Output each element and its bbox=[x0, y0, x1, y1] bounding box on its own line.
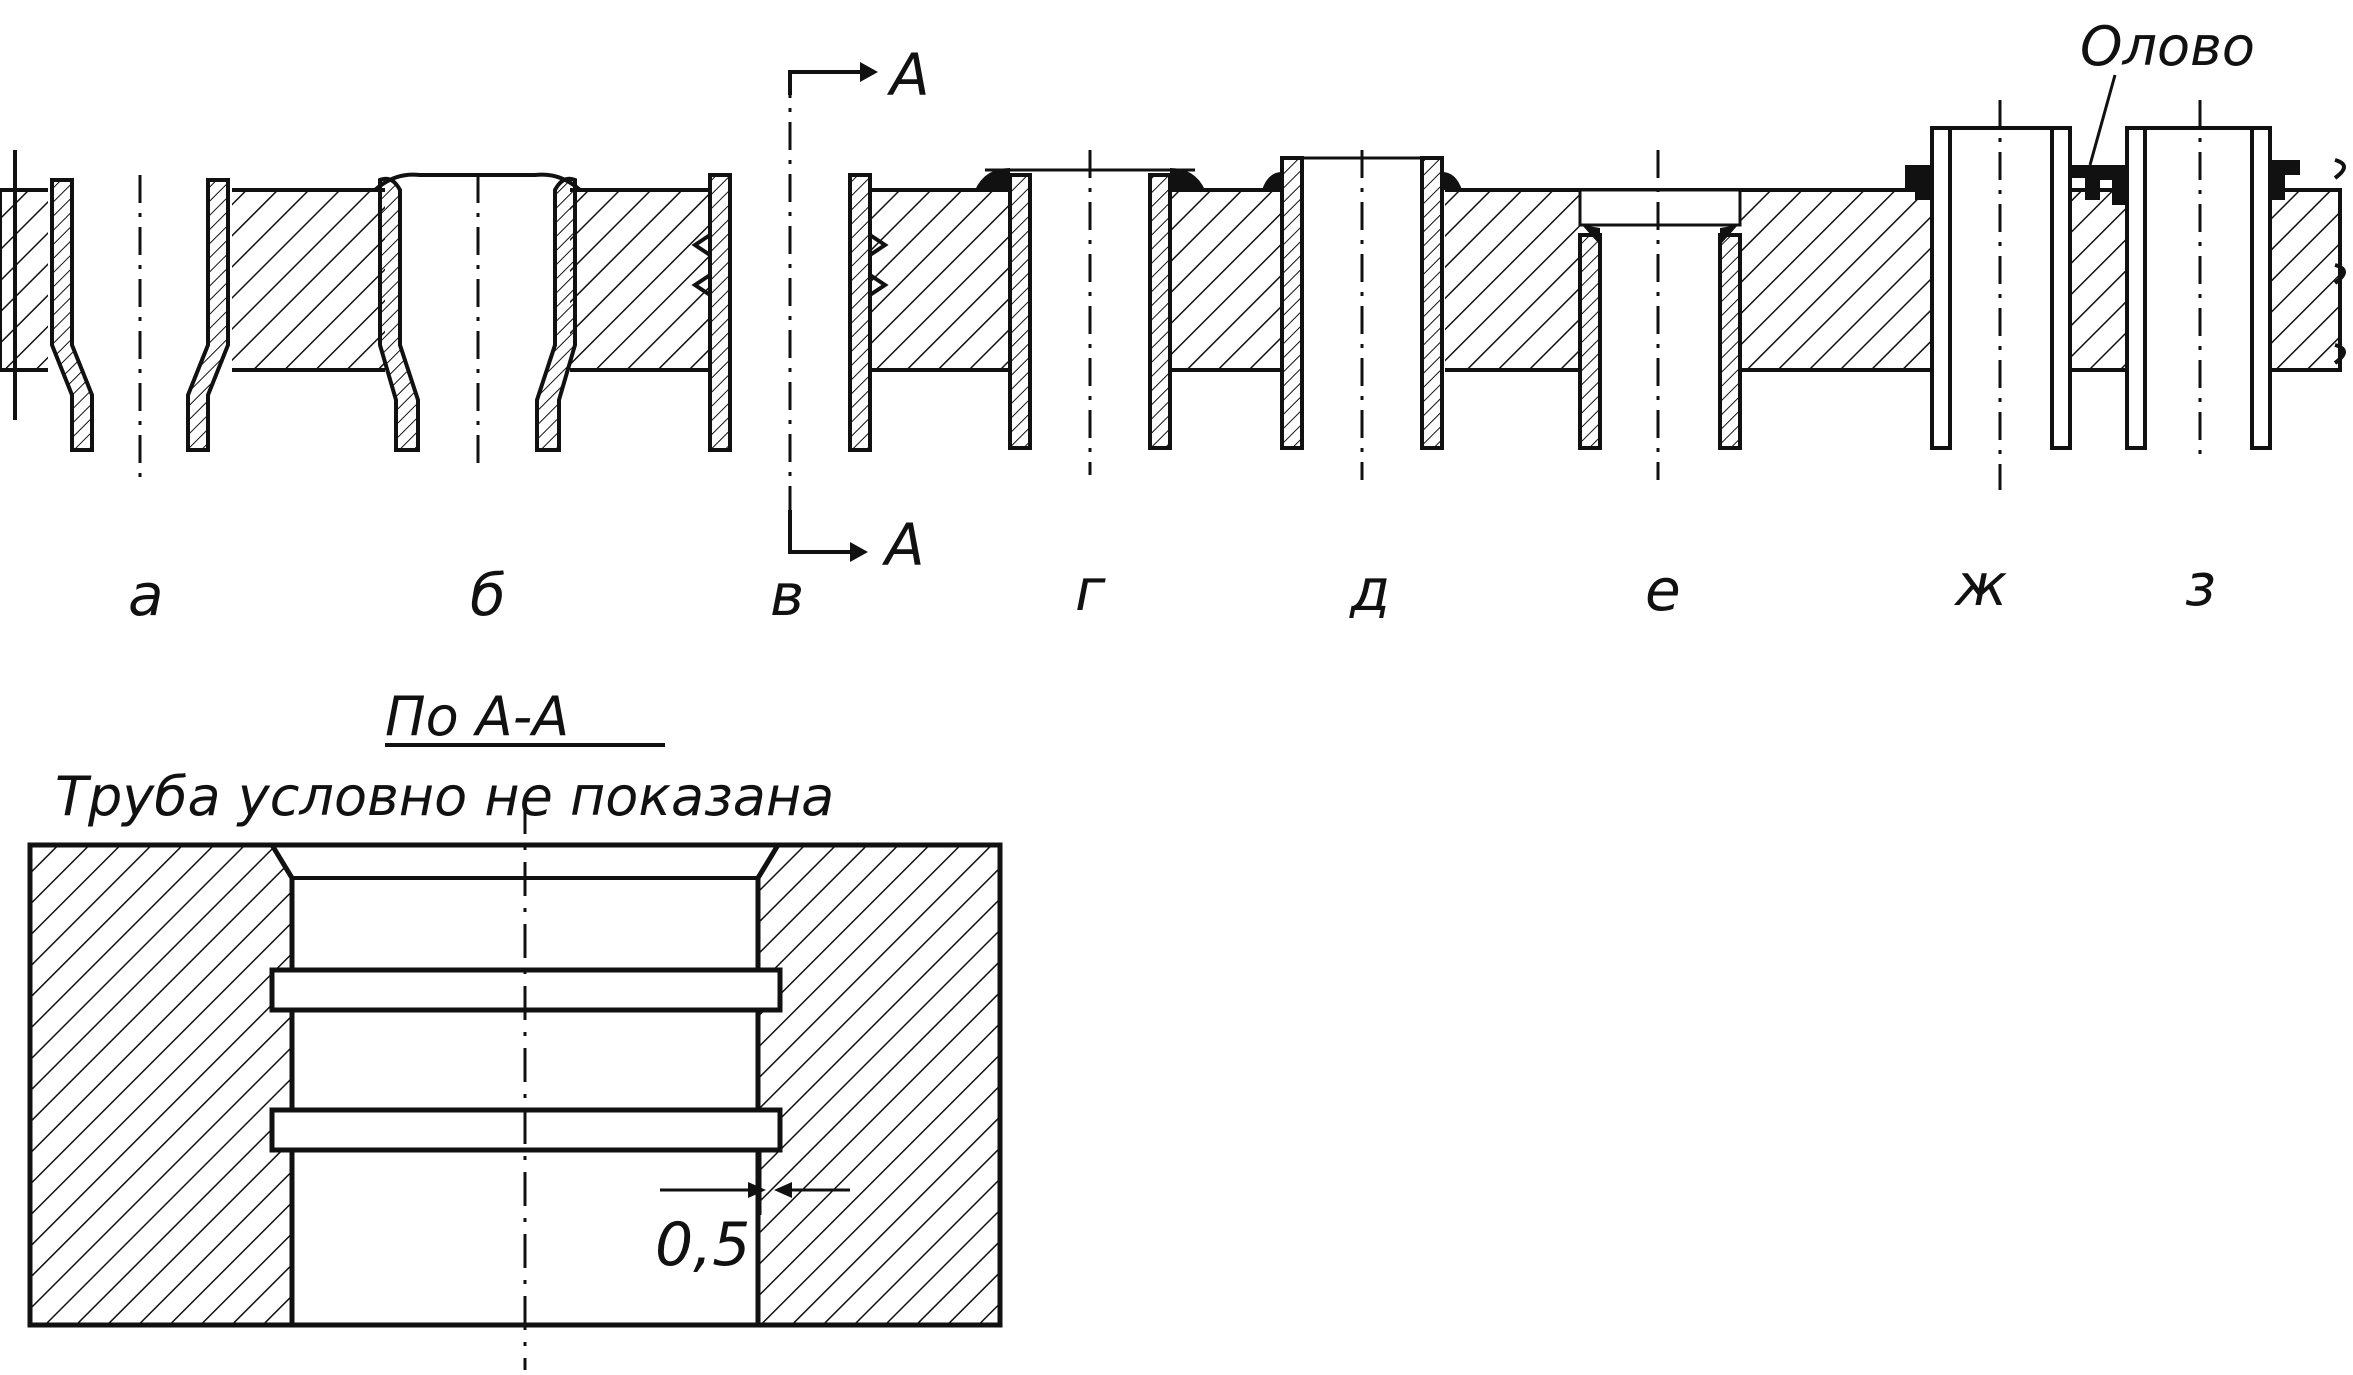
solder-callout: Олово bbox=[2080, 15, 2255, 166]
section-marker-top: А bbox=[788, 41, 930, 109]
section-marker-top-label: А bbox=[886, 41, 930, 109]
tube-joint-v bbox=[691, 70, 889, 550]
label-z: з bbox=[2185, 551, 2216, 619]
label-zh: ж bbox=[1953, 551, 2007, 619]
variant-labels: а б в г д е ж з bbox=[128, 551, 2216, 629]
tube-joint-zh bbox=[1905, 100, 2100, 490]
section-note: Труба условно не показана bbox=[55, 765, 834, 828]
label-a: а bbox=[128, 561, 164, 629]
section-aa: По А-А Труба условно не показана 0,5 bbox=[27, 685, 1003, 1370]
dimension-label: 0,5 bbox=[655, 1210, 750, 1280]
label-b: б bbox=[470, 561, 506, 629]
section-marker-bottom: А bbox=[788, 510, 925, 579]
label-g: г bbox=[1075, 556, 1106, 624]
tube-joint-a bbox=[48, 175, 232, 480]
tube-joint-g bbox=[975, 150, 1205, 475]
label-d: д bbox=[1349, 556, 1390, 624]
tube-joint-z bbox=[2100, 100, 2300, 460]
section-title: По А-А bbox=[385, 685, 569, 748]
label-v: в bbox=[770, 561, 804, 629]
tube-joint-e bbox=[1578, 150, 1742, 480]
solder-label: Олово bbox=[2080, 15, 2255, 78]
label-e: е bbox=[1645, 556, 1681, 624]
tube-joint-d bbox=[1262, 150, 1462, 480]
section-marker-bottom-label: А bbox=[881, 511, 925, 579]
tube-joint-b bbox=[373, 172, 582, 470]
